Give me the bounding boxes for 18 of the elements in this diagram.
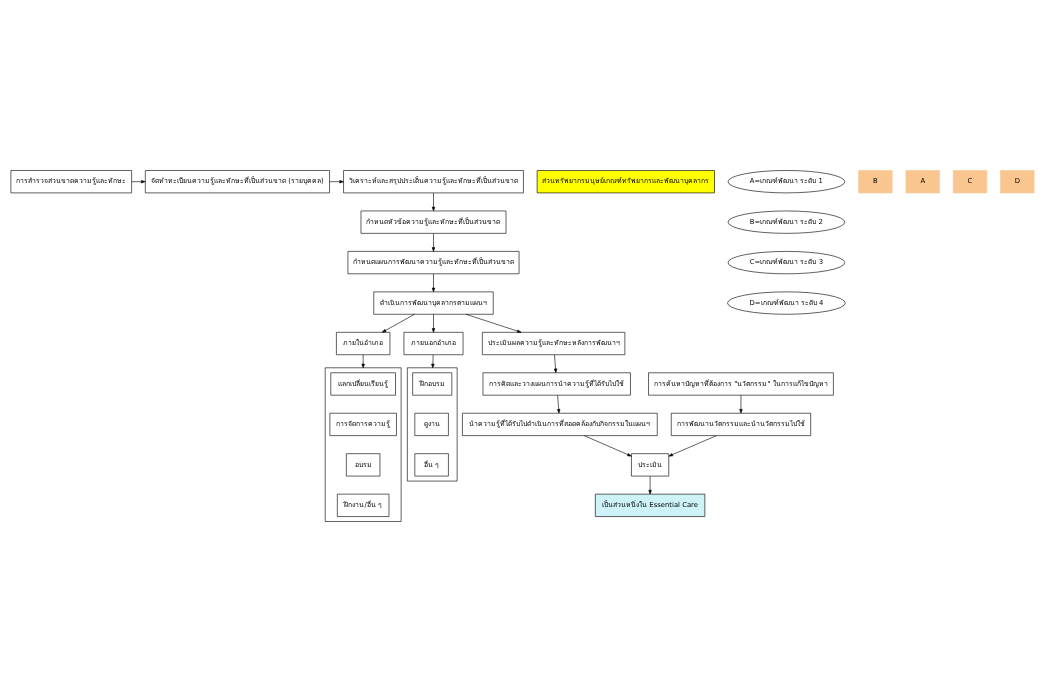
arrow xyxy=(431,354,435,368)
arrow xyxy=(557,394,561,413)
arrow xyxy=(431,273,436,292)
arrow xyxy=(583,434,632,456)
arrow xyxy=(431,313,436,332)
arrow xyxy=(329,179,344,183)
cluster xyxy=(407,367,458,481)
arrow xyxy=(554,354,558,373)
arrow xyxy=(131,179,146,183)
arrow xyxy=(465,313,522,333)
arrow xyxy=(431,192,436,211)
arrow xyxy=(431,232,436,252)
cluster xyxy=(324,367,402,522)
arrow xyxy=(668,434,717,456)
arrow xyxy=(361,354,365,368)
arrow xyxy=(381,313,415,333)
arrow xyxy=(648,475,652,494)
arrow xyxy=(739,394,743,413)
